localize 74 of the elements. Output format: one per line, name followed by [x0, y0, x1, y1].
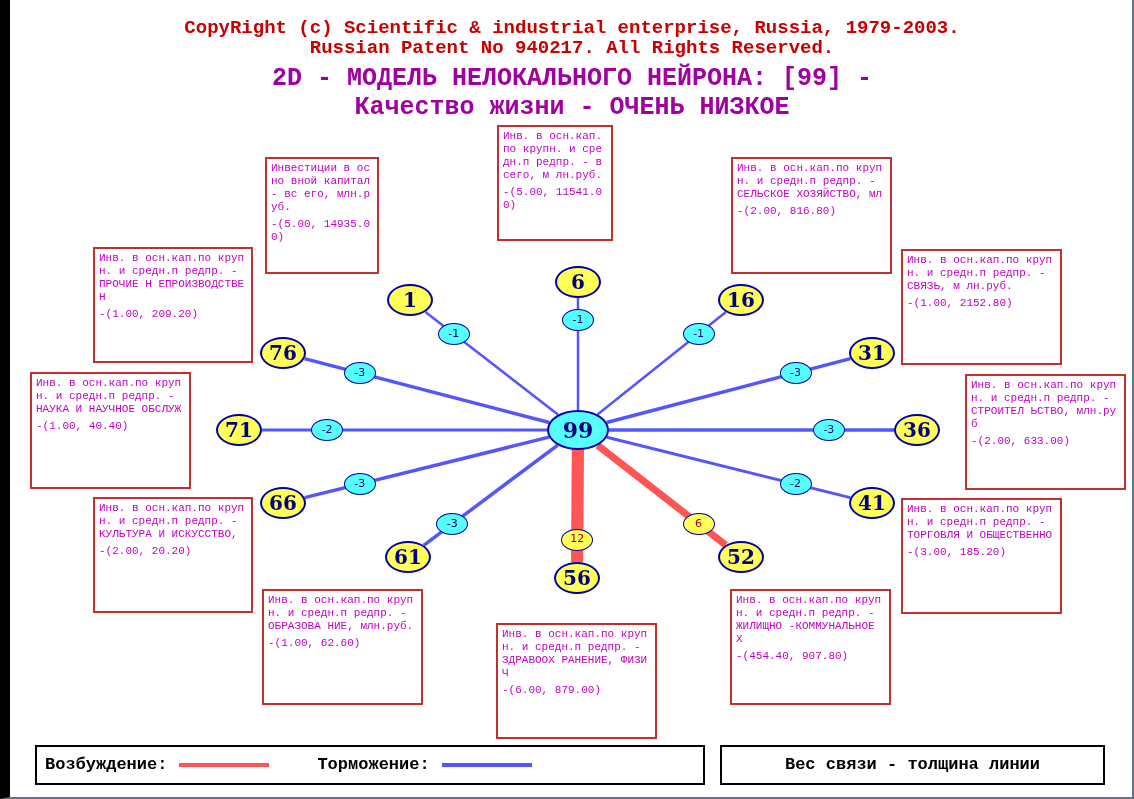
connector-line [262, 428, 547, 432]
factor-oval: 1 [387, 284, 433, 316]
connector-line [571, 449, 584, 563]
indicator-values: -(3.00, 185.20) [907, 546, 1008, 559]
edge-label: 6 [682, 512, 715, 535]
factor-oval: 6 [555, 266, 601, 298]
info-box [262, 589, 423, 705]
indicator-name: Инв. в осн.кап.по крупн. и средн.п редпр. - всего, м лн.руб. [503, 130, 604, 182]
indicator-values: -(2.00, 816.80) [737, 205, 838, 218]
info-box [901, 498, 1062, 614]
info-box [901, 249, 1062, 365]
indicator-values: -(2.00, 633.00) [971, 435, 1072, 448]
legend-label: Возбуждение: [45, 754, 168, 777]
indicator-values: -(1.00, 209.20) [99, 308, 200, 321]
title: 2D - МОДЕЛЬ НЕЛОКАЛЬНОГО НЕЙРОНА: [99] - Качество жизни - ОЧЕНЬ НИЗКОЕ [270, 64, 874, 122]
indicator-values: -(1.00, 40.40) [36, 420, 130, 433]
info-box [965, 374, 1126, 490]
factor-oval: 76 [260, 337, 306, 369]
info-box [497, 125, 613, 241]
indicator-values: -(1.00, 2152.80) [907, 297, 1014, 310]
connector-line [595, 442, 728, 548]
indicator-name: Инв. в осн.кап.по крупн. и средн.п редпр. - ЖИЛИЩНО -КОММУНАЛЬНОЕ Х [736, 594, 883, 646]
neuron-oval: 99 [547, 410, 609, 450]
edge-label: -2 [311, 419, 344, 441]
edge-label: -3 [779, 362, 812, 384]
connector-line [609, 428, 894, 432]
info-box [93, 497, 253, 613]
factor-oval: 66 [260, 487, 306, 519]
indicator-name: Инв. в осн.кап.по крупн. и средн.п редпр. - ПРОЧИЕ Н ЕПРОИЗВОДСТВЕН [99, 252, 246, 304]
factor-oval: 71 [216, 414, 262, 446]
indicator-name: Инв. в осн.кап.по крупн. и средн.п редпр. - НАУКА И НАУЧНОЕ ОБСЛУЖ [36, 377, 183, 416]
indicator-name: Инв. в осн.кап.по крупн. и средн.п редпр. - СВЯЗЬ, м лн.руб. [907, 254, 1054, 293]
indicator-values: -(2.00, 20.20) [99, 545, 193, 558]
factor-oval: 56 [554, 562, 600, 594]
factor-oval: 16 [718, 284, 764, 316]
indicator-values: -(6.00, 879.00) [502, 684, 603, 697]
edge-label: -1 [682, 322, 715, 345]
edge-label: 12 [561, 528, 594, 551]
info-box [731, 157, 892, 274]
info-box [496, 623, 657, 739]
indicator-name: Инв. в осн.кап.по крупн. и средн.п редпр. - ЗДРАВООХ РАНЕНИЕ, ФИЗИЧ [502, 628, 649, 680]
connector-line [606, 435, 851, 500]
indicator-values: -(5.00, 14935.00) [271, 218, 372, 244]
indicator-name: Инв. в осн.кап.по крупн. и средн.п редпр. - ТОРГОВЛЯ И ОБЩЕСТВЕННО [907, 503, 1054, 542]
info-box [30, 372, 191, 489]
edge-label: -2 [779, 473, 812, 495]
connector-line [304, 356, 550, 425]
edge-label: -3 [343, 362, 376, 384]
indicator-name: Инвестиции в осно вной капитал - вс его, млн.руб. [271, 162, 372, 214]
edge-label: -1 [562, 309, 594, 332]
edge-label: -3 [343, 473, 376, 495]
factor-oval: 61 [385, 541, 431, 573]
indicator-values: -(1.00, 62.60) [268, 637, 362, 650]
indicator-values: -(454.40, 907.80) [736, 650, 850, 663]
factor-oval: 36 [894, 414, 940, 446]
factor-oval: 52 [718, 541, 764, 573]
indicator-name: Инв. в осн.кап.по крупн. и средн.п редпр. - КУЛЬТУРА И ИСКУССТВО, [99, 502, 246, 541]
indicator-name: Инв. в осн.кап.по крупн. и средн.п редпр. - СТРОИТЕЛ ЬСТВО, млн.руб [971, 379, 1118, 431]
connector-line [606, 356, 851, 425]
indicator-name: Инв. в осн.кап.по крупн. и средн.п редпр. - ОБРАЗОВА НИЕ, млн.руб. [268, 594, 415, 633]
edge-label: -3 [812, 419, 845, 441]
indicator-values: -(5.00, 11541.00) [503, 186, 604, 212]
info-box [93, 247, 253, 363]
factor-oval: 31 [849, 337, 895, 369]
info-box [730, 589, 891, 705]
copyright-text: Russian Patent No 940217. All Rights Reserved. [309, 38, 835, 58]
copyright-text: CopyRight (c) Scientific & industrial enterprise, Russia, 1979-2003. [184, 18, 960, 38]
indicator-name: Инв. в осн.кап.по крупн. и средн.п редпр. - СЕЛЬСКОЕ ХОЗЯЙСТВО, мл [737, 162, 884, 201]
note-text: Вес связи - толщина линии [784, 754, 1040, 777]
edge-label: -3 [436, 512, 469, 535]
info-box [265, 157, 379, 274]
factor-oval: 41 [849, 487, 895, 519]
edge-label: -1 [437, 322, 470, 345]
legend-label: Торможение: [317, 754, 430, 777]
